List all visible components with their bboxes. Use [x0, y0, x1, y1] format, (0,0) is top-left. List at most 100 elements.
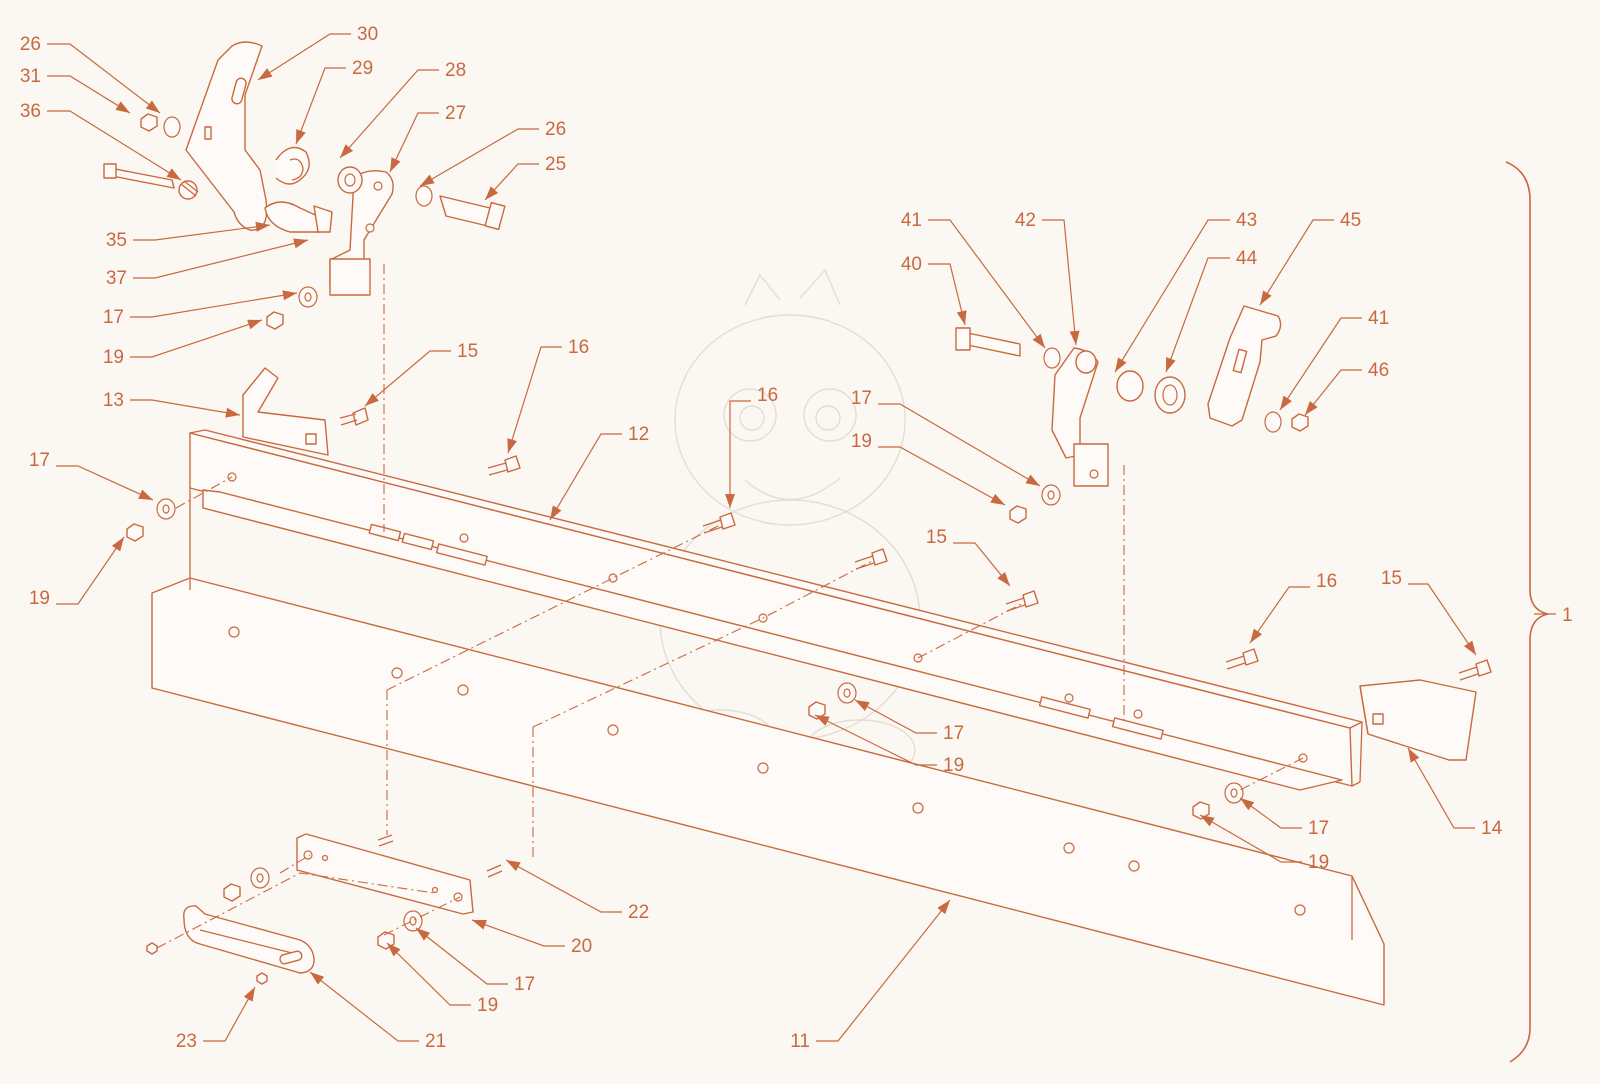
- callout-number: 14: [1481, 818, 1503, 839]
- callout-number: 26: [20, 34, 41, 55]
- callout-arrowhead: [1408, 748, 1420, 763]
- right-end-cap-part-14: [1359, 679, 1477, 761]
- callout-arrowhead: [507, 438, 517, 453]
- callout-28: 28: [339, 60, 466, 159]
- callout-23: 23: [176, 986, 256, 1052]
- callout-number: 17: [851, 388, 872, 409]
- callout-17: 17: [415, 927, 535, 995]
- callout-leader-line: [928, 219, 1046, 349]
- callout-arrowhead: [111, 537, 124, 552]
- callout-29: 29: [295, 58, 373, 145]
- callout-number: 35: [106, 230, 127, 251]
- callout-arrowhead: [243, 987, 255, 1002]
- callout-arrowhead: [725, 494, 735, 508]
- callout-leader-line: [47, 75, 131, 114]
- callout-number: 19: [29, 588, 50, 609]
- callout-leader-line: [1114, 219, 1230, 373]
- callout-arrowhead: [282, 290, 297, 301]
- callout-leader-line: [507, 346, 562, 454]
- callout-arrowhead: [1032, 333, 1045, 348]
- callout-27: 27: [389, 103, 466, 173]
- callout-arrowhead: [293, 238, 308, 249]
- callout-arrowhead: [1280, 395, 1292, 410]
- callout-number: 45: [1340, 210, 1361, 231]
- callout-16: 16: [507, 337, 589, 454]
- left-pivot-assembly: [103, 41, 506, 296]
- callout-arrowhead: [1166, 357, 1176, 372]
- callout-leader-line: [1239, 797, 1302, 829]
- callout-arrowhead: [1025, 474, 1040, 486]
- callout-arrowhead: [485, 186, 499, 200]
- callout-number: 29: [352, 58, 373, 79]
- callout-leader-line: [415, 927, 508, 985]
- callout-number: 19: [103, 347, 124, 368]
- callout-number: 17: [1308, 818, 1329, 839]
- callout-number: 22: [628, 902, 649, 923]
- callout-arrowhead: [340, 144, 354, 158]
- callout-leader-line: [47, 43, 161, 114]
- callout-31: 31: [20, 66, 131, 114]
- callout-number: 15: [926, 527, 947, 548]
- callout-37: 37: [106, 238, 309, 289]
- callout-30: 30: [257, 24, 378, 81]
- callout-19: 19: [103, 319, 263, 368]
- callout-leader-line: [364, 350, 451, 407]
- callout-25: 25: [484, 154, 566, 201]
- callout-number: 42: [1015, 210, 1036, 231]
- right-pivot-assembly: [955, 305, 1282, 487]
- callout-leader-line: [1279, 317, 1362, 411]
- callout-leader-line: [471, 919, 565, 947]
- callout-leader-line: [484, 163, 539, 201]
- callout-17: 17: [103, 290, 298, 328]
- callout-42: 42: [1015, 210, 1080, 346]
- callout-leader-line: [1407, 747, 1475, 829]
- callout-leader-line: [1199, 814, 1302, 863]
- callout-number: 19: [851, 431, 872, 452]
- callout-21: 21: [309, 971, 446, 1052]
- callout-number: 15: [1381, 568, 1402, 589]
- callout-leader-line: [203, 986, 256, 1042]
- callout-arrowhead: [420, 174, 435, 186]
- callout-number: 21: [425, 1031, 446, 1052]
- callout-12: 12: [549, 424, 649, 521]
- callout-number: 19: [1308, 852, 1329, 873]
- callout-15: 15: [1381, 568, 1477, 656]
- hardware-group: [126, 113, 1492, 985]
- callout-leader-line: [1408, 583, 1477, 656]
- callout-19: 19: [386, 942, 498, 1016]
- callout-leader-line: [1249, 586, 1310, 644]
- callout-number: 46: [1368, 360, 1389, 381]
- callout-leader-line: [1042, 219, 1077, 346]
- connector-plate-part-20: [296, 833, 474, 915]
- callout-45: 45: [1259, 210, 1361, 306]
- callout-number: 26: [545, 119, 566, 140]
- callout-leader-line: [257, 33, 351, 81]
- callout-number: 20: [571, 936, 592, 957]
- callout-number: 40: [901, 254, 922, 275]
- callout-arrowhead: [855, 700, 870, 712]
- callout-leader-line: [854, 699, 937, 734]
- callout-number: 11: [790, 1031, 810, 1052]
- callout-arrowhead: [247, 319, 262, 330]
- callout-20: 20: [471, 919, 592, 957]
- watermark-mascot: [659, 268, 921, 781]
- callout-number: 17: [103, 307, 124, 328]
- callout-36: 36: [20, 101, 182, 181]
- callout-14: 14: [1407, 747, 1503, 839]
- callout-arrowhead: [225, 407, 240, 418]
- callout-number: 30: [357, 24, 378, 45]
- callout-number: 44: [1236, 248, 1258, 269]
- callout-41: 41: [901, 210, 1046, 349]
- callout-arrowhead: [990, 493, 1005, 505]
- callout-number: 36: [20, 101, 41, 122]
- callout-arrowhead: [310, 972, 325, 985]
- callout-leader-line: [309, 971, 419, 1042]
- callout-arrowhead: [1115, 357, 1127, 372]
- callout-arrowhead: [166, 168, 181, 180]
- callout-number: 25: [545, 154, 566, 175]
- callout-19: 19: [851, 431, 1006, 506]
- callout-arrowhead: [1464, 640, 1476, 655]
- callout-arrowhead: [937, 900, 950, 915]
